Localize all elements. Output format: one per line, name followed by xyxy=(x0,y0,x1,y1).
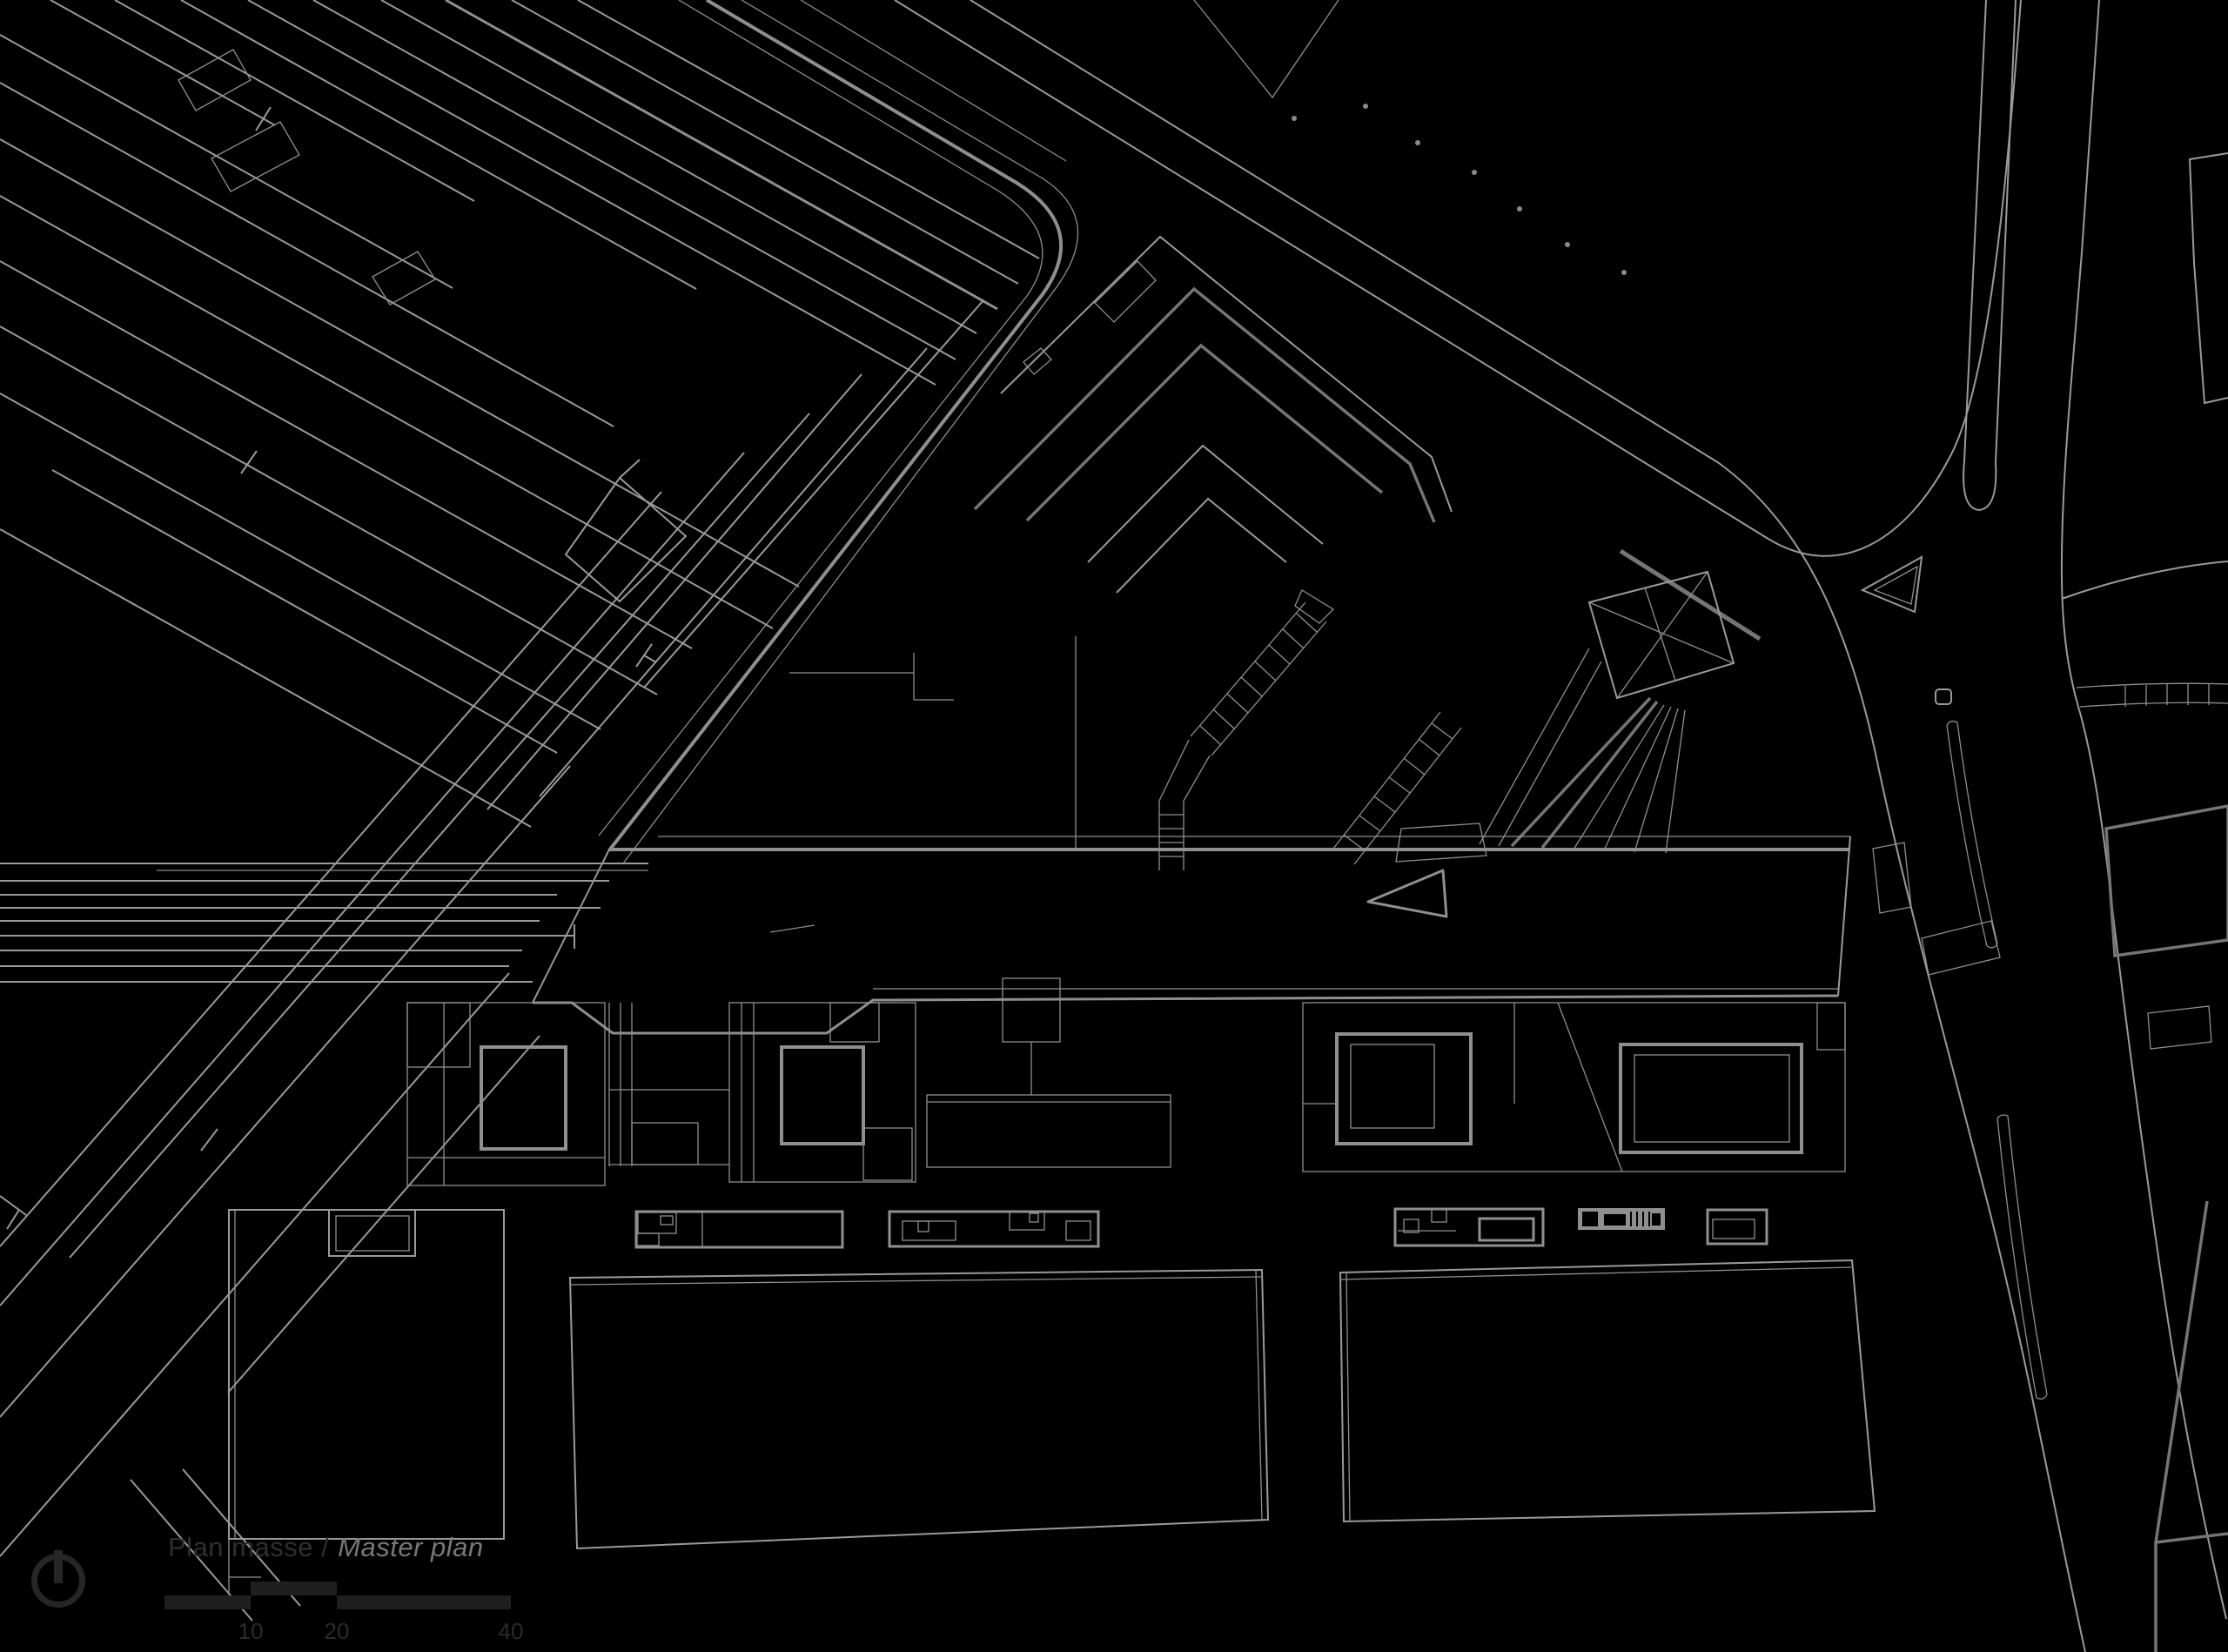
hatched-stair-ramps xyxy=(1158,589,1487,870)
north-arrow-needle xyxy=(54,1550,63,1583)
scale-bar: 10 20 40 xyxy=(164,1581,530,1651)
spiral-building xyxy=(789,235,1453,848)
drawing-title-english: Master plan xyxy=(338,1532,484,1562)
adjacent-parcels xyxy=(1193,0,2228,1652)
scale-bar-segment xyxy=(337,1595,511,1609)
building-cluster-east xyxy=(1302,1002,1846,1172)
pavilion-row xyxy=(634,1207,1768,1249)
drawing-title-french: Plan masse / xyxy=(168,1532,330,1562)
bus-stop-marker xyxy=(1935,688,1952,705)
station-band xyxy=(532,836,2001,1035)
building-cluster-west xyxy=(406,1002,729,1186)
scale-bar-segment xyxy=(164,1595,251,1609)
large-blocks xyxy=(228,1209,1876,1608)
traffic-island-triangle xyxy=(1860,555,1923,614)
through-tracks-southwest xyxy=(0,299,984,1622)
south-road-medians xyxy=(1946,720,2048,1400)
scale-label-40: 40 xyxy=(498,1618,524,1644)
crosswalk-hatching xyxy=(2124,684,2210,707)
building-cluster-center xyxy=(728,977,1171,1183)
scale-label-10: 10 xyxy=(238,1618,264,1644)
scale-label-20: 20 xyxy=(324,1618,350,1644)
scale-bar-segment xyxy=(251,1581,337,1595)
buffer-stop-markers xyxy=(0,106,657,1230)
rail-yard-tracks xyxy=(0,0,1040,828)
dotted-alignment xyxy=(1292,104,1627,275)
platform-tracks xyxy=(0,863,648,983)
road-network xyxy=(894,0,2228,1652)
north-road-median xyxy=(1963,0,2017,512)
roadside-platform xyxy=(1872,842,1912,914)
rail-corridor-boundary xyxy=(598,0,1079,864)
east-entrance-canopy xyxy=(1479,548,1762,854)
drawing-title: Plan masse / Master plan xyxy=(168,1532,484,1563)
trackside-sheds xyxy=(178,49,688,603)
